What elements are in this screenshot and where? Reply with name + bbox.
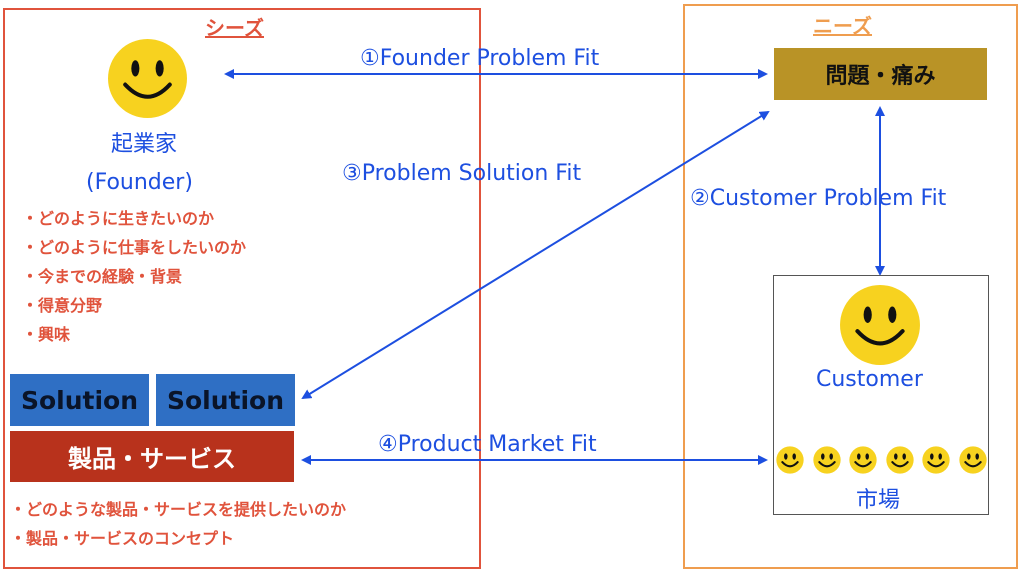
market-smiley-icon <box>776 446 804 474</box>
problem-solution-arrow <box>301 110 770 400</box>
market-box <box>773 275 989 515</box>
market-smiley-icon <box>958 446 987 474</box>
list-item: ・どのような製品・サービスを提供したいのか <box>10 500 347 519</box>
seeds-title: シーズ <box>205 16 264 40</box>
needs-title: ニーズ <box>813 14 872 38</box>
solution-box: Solution <box>10 374 149 426</box>
solution-box: Solution <box>156 374 295 426</box>
market-smiley-icon <box>849 446 877 474</box>
customer-label: Customer <box>816 367 923 392</box>
fit4-label: ④Product Market Fit <box>378 432 597 457</box>
problem-box: 問題・痛み <box>774 48 987 100</box>
list-item: ・興味 <box>22 325 71 344</box>
founder-en: (Founder) <box>86 170 193 195</box>
product-box: 製品・サービス <box>10 431 294 482</box>
product-points: ・どのような製品・サービスを提供したいのか ・製品・サービスのコンセプト <box>10 495 346 553</box>
founder-points: ・どのように生きたいのか ・どのように仕事をしたいのか ・今までの経験・背景 ・… <box>22 204 246 349</box>
list-item: ・どのように生きたいのか <box>22 209 215 228</box>
market-smiley-icon <box>812 446 841 474</box>
list-item: ・今までの経験・背景 <box>22 267 183 286</box>
founder-name: 起業家 <box>111 132 178 157</box>
customer-smiley-icon <box>840 285 920 365</box>
list-item: ・製品・サービスのコンセプト <box>10 529 235 548</box>
founder-smiley-icon <box>108 39 187 118</box>
market-label: 市場 <box>856 488 901 513</box>
market-smiley-icon <box>885 446 914 474</box>
market-faces <box>776 446 988 476</box>
fit3-label: ③Problem Solution Fit <box>342 161 582 186</box>
list-item: ・得意分野 <box>22 296 103 315</box>
fit2-label: ②Customer Problem Fit <box>690 186 947 211</box>
list-item: ・どのように仕事をしたいのか <box>22 238 247 257</box>
market-smiley-icon <box>922 446 950 474</box>
fit1-label: ①Founder Problem Fit <box>360 46 600 71</box>
